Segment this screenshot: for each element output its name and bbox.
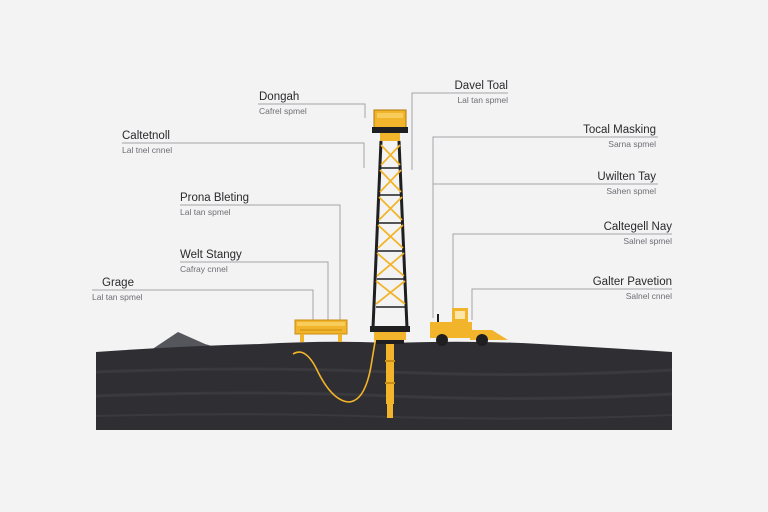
callout-caltetnoll: Caltetnoll Lal tnel cnnel — [122, 129, 172, 156]
leader-line-dongah — [258, 103, 366, 118]
drilling-rig-icon — [370, 109, 410, 344]
leader-line-galter-pavetion — [471, 288, 672, 320]
callout-subtitle: Sahen spmel — [606, 186, 656, 196]
callout-title: Uwilten Tay — [597, 171, 656, 183]
callout-prona-bleting: Prona Bleting Lal tan spmel — [180, 191, 249, 218]
drill-pipe-icon — [385, 344, 395, 418]
callout-title: Dongah — [259, 91, 300, 103]
callout-galter-pavetion: Galter Pavetion Salnel cnnel — [593, 275, 672, 302]
leader-line-caltetnoll — [122, 142, 365, 168]
callout-title: Prona Bleting — [180, 192, 250, 204]
callout-davel-toal: Davel Toal Lal tan spmel — [455, 79, 509, 106]
mud-tank-icon — [294, 319, 348, 342]
callout-caltegell-nay: Caltegell Nay Salnel spmel — [604, 220, 672, 247]
callout-grage: Grage Lal tan spmel — [92, 276, 143, 303]
callout-subtitle: Lal tan spmel — [180, 207, 231, 217]
callout-tocal-masking: Tocal Masking Sarna spmel — [583, 123, 656, 150]
leader-line-grage — [92, 289, 314, 320]
callout-uwilten-tay: Uwilten Tay Sahen spmel — [597, 170, 656, 197]
callout-subtitle: Sarna spmel — [608, 139, 656, 149]
callout-title: Davel Toal — [454, 80, 509, 92]
callout-title: Grage — [102, 277, 134, 289]
callout-title: Tocal Masking — [583, 124, 656, 136]
callout-subtitle: Cafrel spmel — [259, 106, 307, 116]
leader-line-prona-bleting — [180, 204, 341, 320]
callout-title: Caltegell Nay — [603, 221, 672, 233]
leader-lines — [92, 92, 672, 320]
excavator-icon — [430, 308, 508, 346]
hose-icon — [292, 335, 377, 403]
leader-line-caltegell-nay — [452, 233, 672, 315]
callout-title: Galter Pavetion — [592, 276, 672, 288]
callout-subtitle: Salnel cnnel — [625, 291, 672, 301]
ground-cross-section — [95, 341, 673, 430]
callout-subtitle: Salnel spmel — [623, 236, 672, 246]
callout-subtitle: Cafray cnnel — [180, 264, 228, 274]
callout-subtitle: Lal tnel cnnel — [122, 145, 173, 155]
callout-subtitle: Lal tan spmel — [457, 95, 508, 105]
leader-line-tocal-masking — [432, 136, 658, 318]
leader-line-welt-stangy — [180, 261, 329, 320]
callout-subtitle: Lal tan spmel — [92, 292, 143, 302]
callout-welt-stangy: Welt Stangy Cafray cnnel — [180, 248, 242, 275]
leader-line-davel-toal — [411, 92, 508, 170]
callout-title: Welt Stangy — [180, 249, 242, 261]
callout-dongah: Dongah Cafrel spmel — [259, 90, 307, 117]
callout-title: Caltetnoll — [122, 130, 170, 142]
